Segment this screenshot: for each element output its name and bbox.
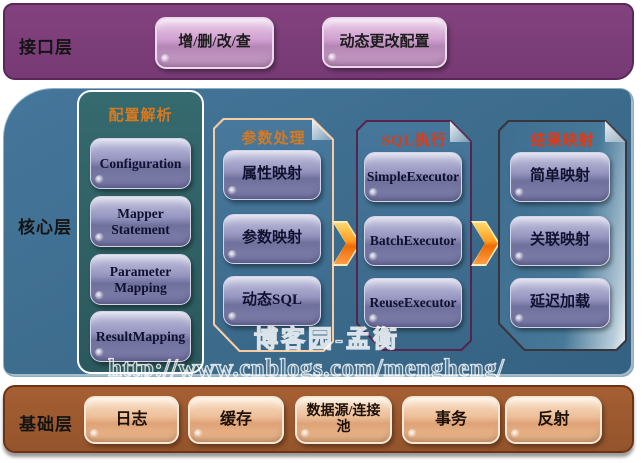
foundation-layer-band: 基础层 日志 缓存 数据源/连接池 事务 反射: [3, 385, 634, 453]
node-attr-mapping-label: 属性映射: [241, 166, 302, 183]
node-result-mapping-label: ResultMapping: [95, 328, 186, 344]
node-mapper-statement-label: Mapper Statement: [111, 205, 170, 237]
node-cache-label: 缓存: [219, 410, 252, 428]
chevron-right-icon: [471, 221, 500, 266]
node-reflection: 反射: [505, 396, 602, 444]
node-simple-executor: SimpleExecutor: [364, 152, 462, 202]
node-param-mapping-label: 参数映射: [241, 230, 302, 247]
config-parse-panel: 配置解析 Configuration Mapper Statement Para…: [77, 90, 204, 374]
node-cache: 缓存: [188, 396, 284, 444]
node-dynamic-config: 动态更改配置: [322, 17, 447, 68]
param-processing-title: 参数处理: [241, 131, 306, 147]
chevron-right-icon-fill: [473, 223, 498, 264]
node-datasource-pool-label: 数据源/连接池: [306, 403, 381, 435]
node-simple-executor-label: SimpleExecutor: [366, 169, 460, 185]
interface-layer-band: 接口层 增/删/改/查 动态更改配置: [3, 3, 634, 80]
node-lazy-loading-label: 延迟加载: [529, 294, 590, 311]
result-mapping-panel: 结果映射 简单映射 关联映射 延迟加载: [498, 120, 627, 351]
node-batch-executor: BatchExecutor: [364, 216, 462, 266]
core-layer-label: 核心层: [18, 218, 72, 237]
param-processing-panel: 参数处理 属性映射 参数映射 动态SQL: [213, 118, 334, 352]
node-reuse-executor: ReuseExecutor: [364, 278, 462, 328]
node-dynamic-sql: 动态SQL: [223, 276, 321, 326]
node-association-mapping: 关联映射: [510, 216, 610, 266]
core-layer-band: 核心层 配置解析 Configuration Mapper Statement …: [3, 88, 634, 383]
node-configuration-label: Configuration: [99, 155, 182, 171]
node-parameter-mapping-label: Parameter Mapping: [109, 263, 172, 295]
node-simple-mapping-label: 简单映射: [529, 168, 590, 185]
interface-layer-label: 接口层: [19, 38, 73, 57]
sql-execution-title: SQL执行: [381, 133, 447, 149]
node-param-mapping: 参数映射: [223, 214, 321, 264]
node-crud-label: 增/删/改/查: [178, 34, 251, 51]
node-attr-mapping: 属性映射: [223, 150, 321, 200]
config-parse-title: 配置解析: [108, 108, 173, 124]
node-logging: 日志: [84, 396, 179, 444]
node-batch-executor-label: BatchExecutor: [369, 233, 457, 249]
node-logging-label: 日志: [115, 410, 148, 428]
node-association-mapping-label: 关联映射: [529, 232, 590, 249]
node-transaction-label: 事务: [434, 410, 467, 428]
chevron-right-icon-fill: [334, 223, 359, 264]
sql-execution-panel: SQL执行 SimpleExecutor BatchExecutor Reuse…: [356, 120, 472, 351]
node-mapper-statement: Mapper Statement: [90, 196, 191, 247]
node-dynamic-config-label: 动态更改配置: [339, 33, 430, 50]
node-lazy-loading: 延迟加载: [510, 278, 610, 328]
node-result-mapping: ResultMapping: [90, 311, 191, 362]
node-parameter-mapping: Parameter Mapping: [90, 254, 191, 305]
result-mapping-title: 结果映射: [530, 133, 595, 149]
node-crud: 增/删/改/查: [155, 17, 274, 69]
node-simple-mapping: 简单映射: [510, 152, 610, 202]
foundation-layer-label: 基础层: [19, 415, 73, 434]
node-transaction: 事务: [402, 396, 500, 444]
node-configuration: Configuration: [90, 138, 191, 189]
node-dynamic-sql-label: 动态SQL: [241, 292, 302, 309]
node-reuse-executor-label: ReuseExecutor: [369, 295, 457, 311]
node-reflection-label: 反射: [537, 410, 570, 428]
node-datasource-pool: 数据源/连接池: [295, 396, 392, 444]
